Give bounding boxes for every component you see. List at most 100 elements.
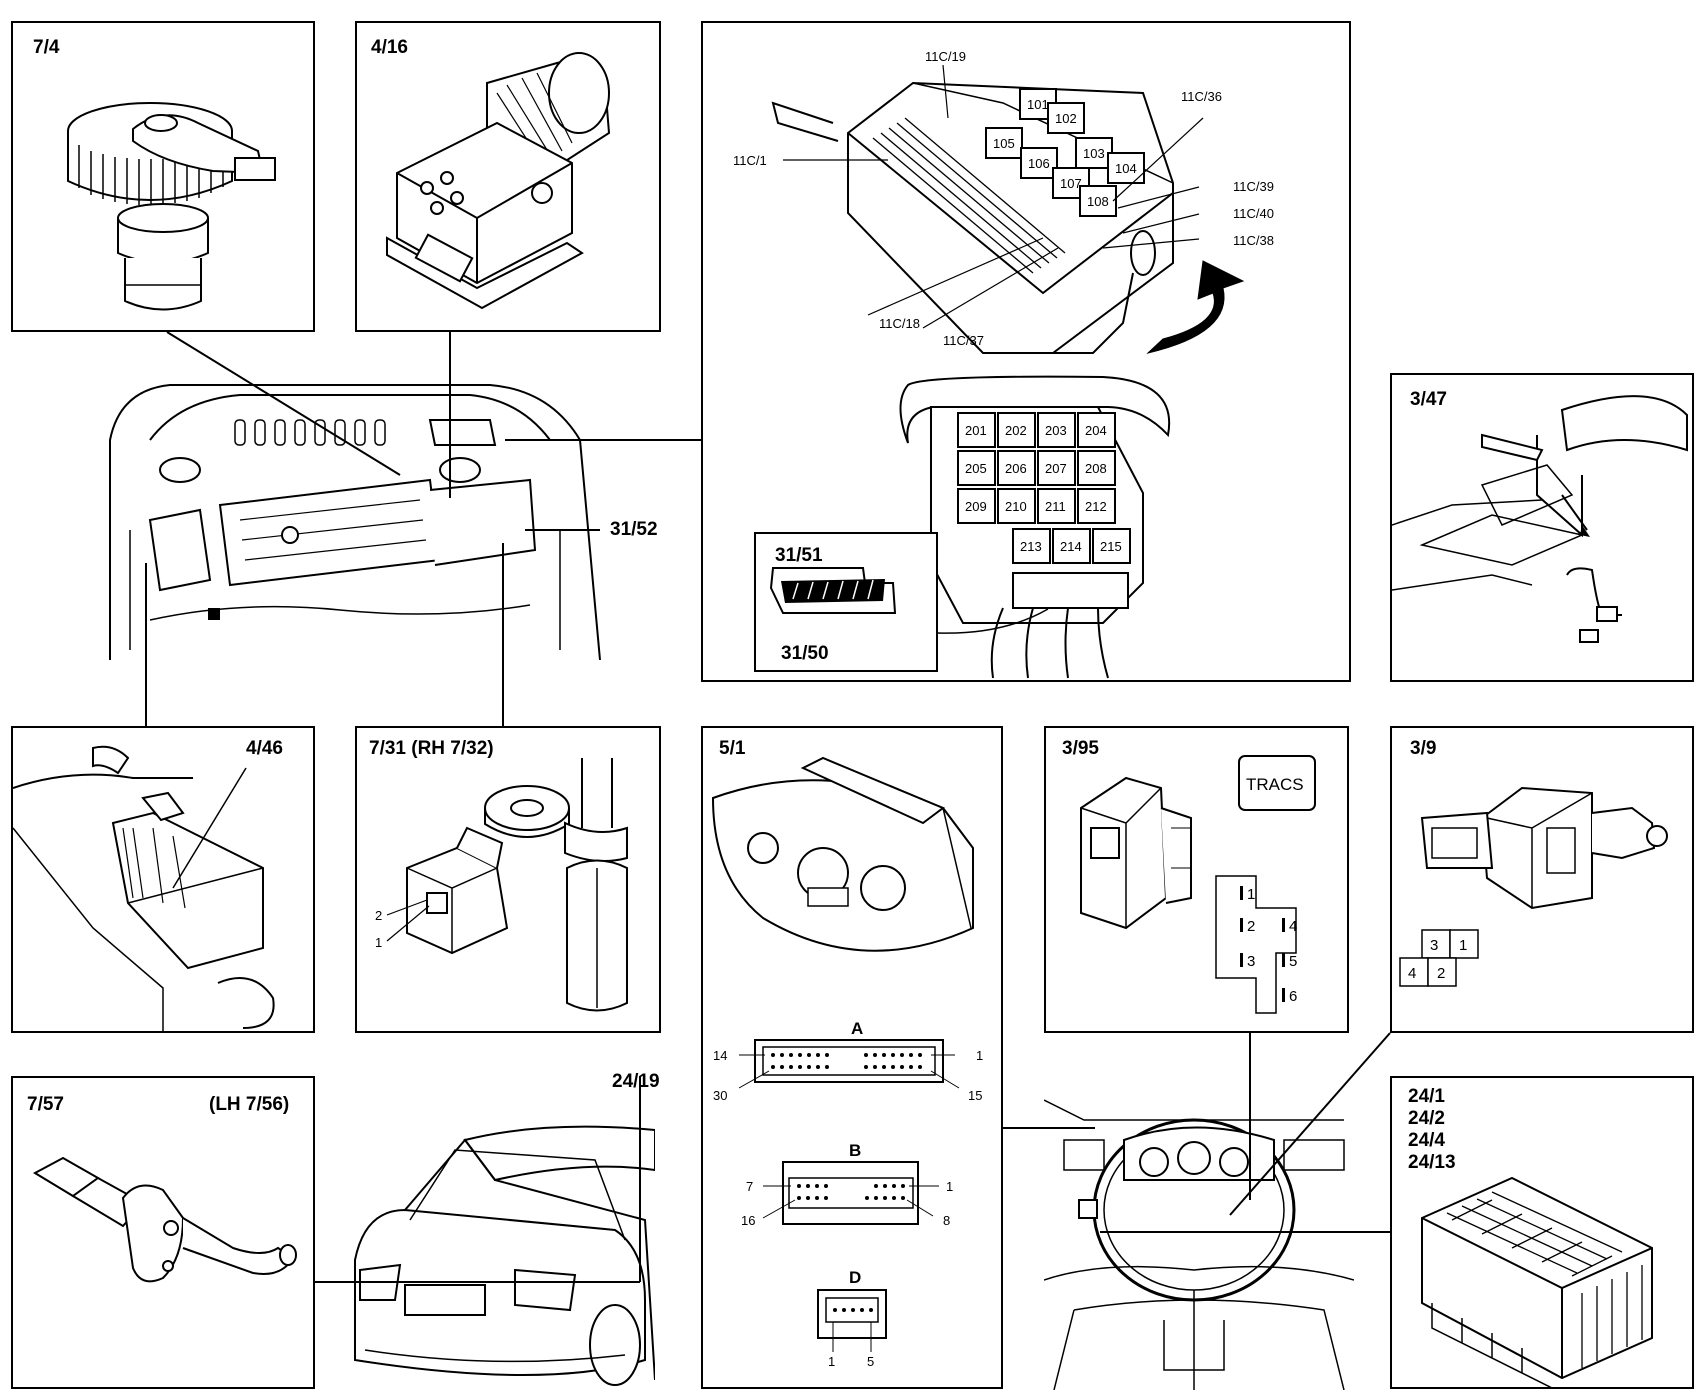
instrument-cluster-illustration: A 14 1 30 15 B 7 1 16 8: [711, 756, 983, 1369]
engine-callout-31-52: 31/52: [610, 519, 658, 540]
connector-b-pin-7: 7: [746, 1179, 753, 1194]
panel-label: 5/1: [719, 738, 746, 759]
pin-2: 2: [1437, 965, 1445, 982]
battery-illustration: [13, 745, 275, 1031]
relay-204: 204: [1085, 423, 1107, 438]
relay-210: 210: [1005, 499, 1027, 514]
connector-d-pin-5: 5: [867, 1354, 874, 1369]
panel-label-24-4: 24/4: [1408, 1130, 1445, 1151]
connector-a-pin-15: 15: [968, 1088, 982, 1103]
pin-4: 4: [1408, 965, 1416, 982]
panel-label-24-13: 24/13: [1408, 1152, 1456, 1173]
panel-label: 4/16: [371, 37, 408, 58]
connector-label-31-51: 31/51: [775, 545, 823, 566]
connector-a-pin-30: 30: [713, 1088, 727, 1103]
pin-4: 4: [1289, 918, 1297, 935]
callout-11c-38: 11C/38: [1233, 233, 1274, 248]
dashboard-illustration: [1044, 1099, 1354, 1390]
panel-label: 7/4: [33, 37, 60, 58]
relay-201: 201: [965, 423, 987, 438]
relay-205: 205: [965, 461, 987, 476]
connector-b-pin-16: 16: [741, 1213, 755, 1228]
relay-105: 105: [993, 136, 1015, 151]
relay-106: 106: [1028, 156, 1050, 171]
connector-label-31-50: 31/50: [781, 643, 829, 664]
relay-212: 212: [1085, 499, 1107, 514]
ecu-sensor-illustration: [67, 102, 276, 311]
relay-209: 209: [965, 499, 987, 514]
relay-215: 215: [1100, 539, 1122, 554]
callout-11c-36: 11C/36: [1181, 89, 1222, 104]
connector-a-label: A: [851, 1019, 863, 1038]
panel-3-47: 3/47: [1390, 373, 1694, 682]
panel-fuse-relay-box: 101 102 103 104 105 106 107 108 11C/19 1…: [701, 21, 1351, 682]
engine-bay-illustration: [109, 384, 601, 660]
panel-label: 7/31 (RH 7/32): [369, 738, 494, 759]
connector-b-pin-1: 1: [946, 1179, 953, 1194]
panel-label: 3/9: [1410, 738, 1437, 759]
connector-a-pin-14: 14: [713, 1048, 727, 1063]
callout-11c-37: 11C/37: [943, 333, 984, 348]
relay-101: 101: [1027, 97, 1049, 112]
panel-label: 3/95: [1062, 738, 1099, 759]
panel-3-95: 3/95 TRACS 1 2 3 4 5 6: [1044, 726, 1349, 1033]
panel-24: 24/1 24/2 24/4 24/13: [1390, 1076, 1694, 1389]
callout-11c-18: 11C/18: [879, 316, 920, 331]
pin-1: 1: [1459, 937, 1467, 954]
car-callout-24-19: 24/19: [612, 1071, 660, 1092]
tracs-button-text: TRACS: [1246, 775, 1304, 794]
panel-4-46: 4/46: [11, 726, 315, 1033]
panel-3-9: 3/9 3 1 4 2: [1390, 726, 1694, 1033]
connector-d-label: D: [849, 1268, 861, 1287]
pin-3: 3: [1247, 953, 1255, 970]
callout-11c-40: 11C/40: [1233, 206, 1274, 221]
relay-104: 104: [1115, 161, 1137, 176]
speed-sensor-illustration: [32, 1156, 297, 1283]
panel-label-24-2: 24/2: [1408, 1108, 1445, 1129]
relay-214: 214: [1060, 539, 1082, 554]
wheel-sensor-illustration: 2 1: [375, 758, 628, 1012]
brake-switch-illustration: [1392, 395, 1688, 643]
pin-1-label: 1: [375, 935, 382, 950]
panel-4-16: 4/16: [355, 21, 661, 332]
pin-3: 3: [1430, 937, 1438, 954]
panel-label: 7/57: [27, 1094, 64, 1115]
pin-2: 2: [1247, 918, 1255, 935]
relay-102: 102: [1055, 111, 1077, 126]
abs-modulator-illustration: [386, 52, 611, 310]
callout-11c-1: 11C/1: [733, 153, 767, 168]
panel-5-1: 5/1 A 14 1 30 15 B: [701, 726, 1003, 1389]
relay-202: 202: [1005, 423, 1027, 438]
callout-11c-39: 11C/39: [1233, 179, 1274, 194]
connector-b-pin-8: 8: [943, 1213, 950, 1228]
connector-d-pin-1: 1: [828, 1354, 835, 1369]
control-module-illustration: [1421, 1176, 1653, 1387]
panel-label-lh: (LH 7/56): [209, 1094, 290, 1115]
switch-3-9-illustration: 3 1 4 2: [1399, 786, 1668, 987]
pin-5: 5: [1289, 953, 1297, 970]
relay-203: 203: [1045, 423, 1067, 438]
pin-1: 1: [1247, 886, 1255, 903]
panel-label: 3/47: [1410, 389, 1447, 410]
relay-206: 206: [1005, 461, 1027, 476]
fuse-relay-box-illustration: 101 102 103 104 105 106 107 108 11C/19 1…: [733, 49, 1274, 679]
pin-2-label: 2: [375, 908, 382, 923]
panel-label: 4/46: [246, 738, 283, 759]
rear-car-illustration: [354, 1125, 655, 1386]
relay-107: 107: [1060, 176, 1082, 191]
connector-b-label: B: [849, 1141, 861, 1160]
relay-211: 211: [1045, 499, 1066, 514]
panel-label-24-1: 24/1: [1408, 1086, 1445, 1107]
relay-207: 207: [1045, 461, 1067, 476]
connector-a-pin-1: 1: [976, 1048, 983, 1063]
relay-103: 103: [1083, 146, 1105, 161]
callout-11c-19: 11C/19: [925, 49, 966, 64]
relay-213: 213: [1020, 539, 1042, 554]
relay-108: 108: [1087, 194, 1109, 209]
tracs-switch-illustration: TRACS 1 2 3 4 5 6: [1080, 755, 1316, 1014]
pin-6: 6: [1289, 988, 1297, 1005]
panel-7-31: 7/31 (RH 7/32) 2 1: [355, 726, 661, 1033]
relay-208: 208: [1085, 461, 1107, 476]
panel-7-4: 7/4: [11, 21, 315, 332]
